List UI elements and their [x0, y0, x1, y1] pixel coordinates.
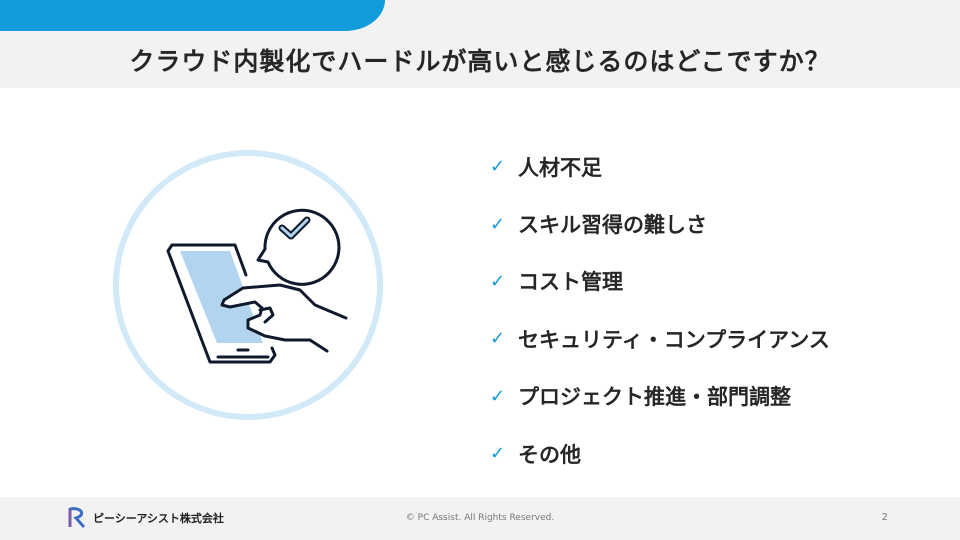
phone-illustration [113, 150, 383, 420]
item-label: 人材不足 [518, 155, 602, 180]
item-label: プロジェクト推進・部門調整 [518, 385, 791, 410]
item-label: スキル習得の難しさ [518, 213, 707, 238]
logo-mark-icon [68, 507, 86, 528]
check-icon: ✓ [490, 443, 506, 465]
list-item: ✓ コスト管理 [490, 253, 830, 310]
item-label: セキュリティ・コンプライアンス [518, 327, 830, 352]
list-item: ✓ その他 [490, 425, 830, 482]
hurdle-list: ✓ 人材不足 ✓ スキル習得の難しさ ✓ コスト管理 ✓ セキュリティ・コンプライアンス… [490, 138, 830, 482]
accent-tab [0, 0, 385, 31]
check-icon: ✓ [490, 156, 506, 178]
item-label: その他 [518, 442, 581, 467]
page-number: 2 [881, 512, 888, 523]
check-icon: ✓ [490, 328, 506, 350]
item-label: コスト管理 [518, 270, 623, 295]
list-item: ✓ セキュリティ・コンプライアンス [490, 310, 830, 367]
check-icon: ✓ [490, 270, 506, 292]
company-name: ピーシーアシスト株式会社 [93, 512, 224, 525]
list-item: ✓ プロジェクト推進・部門調整 [490, 368, 830, 425]
check-icon: ✓ [490, 385, 506, 407]
company-logo: ピーシーアシスト株式会社 [66, 505, 224, 531]
page-title: クラウド内製化でハードルが高いと感じるのはどこですか？ [129, 47, 831, 76]
list-item: ✓ 人材不足 [490, 138, 830, 195]
footer: ピーシーアシスト株式会社 © PC Assist. All Rights Res… [0, 497, 960, 540]
check-icon: ✓ [490, 213, 506, 235]
list-item: ✓ スキル習得の難しさ [490, 195, 830, 252]
copyright: © PC Assist. All Rights Reserved. [405, 513, 555, 523]
header: クラウド内製化でハードルが高いと感じるのはどこですか？ [0, 0, 960, 88]
